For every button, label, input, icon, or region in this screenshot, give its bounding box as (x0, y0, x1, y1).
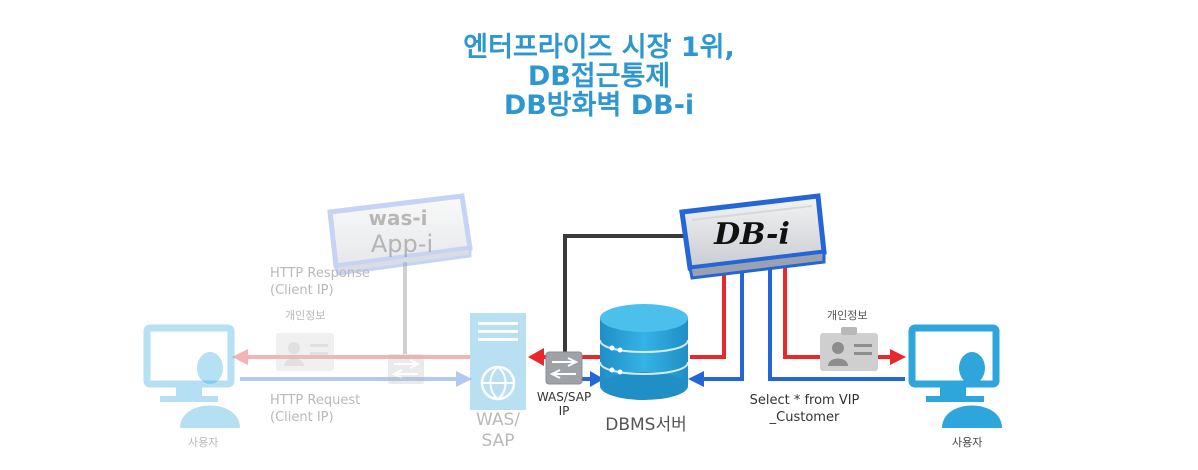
left-user-label: 사용자 (188, 436, 219, 449)
sql-query-line-2: _Customer (769, 410, 840, 425)
user-query-line (768, 256, 905, 381)
left-user-computer-icon (143, 324, 235, 402)
right-user-label: 사용자 (952, 436, 983, 449)
sql-query-line-1: Select * from VIP (749, 393, 860, 408)
sql-query-label: Select * from VIP _Customer (742, 392, 867, 426)
app-i-logo: was-i (368, 206, 427, 230)
db-i-mirror-line (563, 234, 690, 352)
switch-ip-label: WAS/SAP IP (526, 390, 602, 418)
dbms-query-arrowhead (688, 371, 704, 387)
left-personal-info-card-icon (276, 333, 334, 371)
db-response-arrowhead (528, 348, 544, 366)
http-response-line-1: HTTP Response (270, 266, 370, 281)
page-title-line-2: DB접근통제 (527, 61, 671, 92)
was-server-icon (470, 313, 526, 410)
http-response-line-2: (Client IP) (270, 283, 334, 298)
http-response-label: HTTP Response (Client IP) (270, 265, 370, 299)
db-request-arrowhead (590, 371, 604, 387)
was-sap-line-1: WAS/ (475, 410, 521, 430)
page-title-line-1: 엔터프라이즈 시장 1위, (463, 32, 735, 63)
app-i-name: App-i (371, 230, 433, 258)
db-i-name: DB-i (713, 217, 790, 252)
http-response-arrow (232, 349, 470, 365)
right-personal-info-card-icon (820, 327, 878, 371)
app-i-appliance-icon (327, 193, 473, 276)
right-personal-info-label: 개인정보 (827, 309, 868, 322)
http-request-arrow (240, 371, 472, 387)
switch-ip-line-1: WAS/SAP (536, 390, 592, 404)
right-user-avatar-icon (942, 352, 1002, 428)
right-user-computer-icon (908, 324, 1000, 402)
http-request-line-2: (Client IP) (270, 410, 334, 425)
was-sap-label: WAS/ SAP (470, 410, 526, 452)
was-sap-switch-icon (545, 351, 583, 385)
page-title-line-3: DB방화벽 DB-i (503, 90, 695, 121)
dbms-database-icon (599, 304, 689, 400)
left-personal-info-label: 개인정보 (285, 309, 326, 322)
db-i-appliance-icon (679, 193, 827, 280)
was-sap-line-2: SAP (481, 431, 515, 451)
personal-info-arrowhead (890, 349, 906, 365)
left-switch-icon (388, 354, 424, 384)
http-request-label: HTTP Request (Client IP) (270, 392, 360, 426)
http-request-line-1: HTTP Request (270, 393, 361, 408)
db-i-blue-link-left (700, 255, 744, 381)
switch-ip-line-2: IP (558, 404, 570, 418)
left-user-avatar-icon (180, 352, 240, 428)
db-i-red-link-left (690, 255, 726, 359)
dbms-server-label: DBMS서버 (605, 415, 687, 435)
